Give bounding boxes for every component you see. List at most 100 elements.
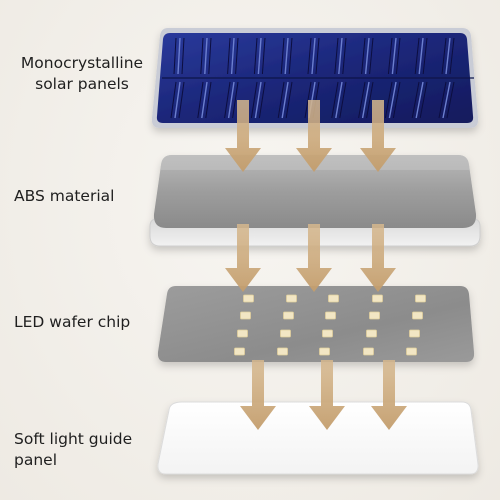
- led-chip: [322, 329, 333, 338]
- solar-cell-stripe: [358, 81, 366, 119]
- solar-cell-stripe: [174, 81, 181, 119]
- solar-cell-stripe: [339, 81, 347, 119]
- led-chip: [237, 329, 248, 338]
- solar-cell-stripe: [311, 37, 316, 75]
- solar-cell-stripe: [261, 37, 266, 75]
- down-arrow-icon: [296, 224, 332, 292]
- led-chip: [363, 347, 374, 356]
- led-chip: [243, 294, 254, 303]
- label-light-guide-panel: Soft light guide panel: [14, 430, 133, 469]
- solar-cell-stripe: [387, 37, 393, 75]
- solar-cell-stripe: [197, 81, 204, 119]
- down-arrow-icon: [296, 100, 332, 172]
- solar-cell-stripe: [369, 37, 374, 75]
- led-chip: [280, 329, 291, 338]
- solar-cell-stripe: [201, 81, 208, 119]
- solar-cell-stripe: [392, 81, 401, 119]
- down-arrow-icon: [225, 100, 261, 172]
- solar-cell-stripe: [414, 37, 420, 75]
- solar-cell-stripe: [227, 81, 235, 119]
- led-chip: [240, 311, 251, 320]
- solar-cell-stripe: [285, 81, 293, 119]
- led-chip: [369, 311, 380, 320]
- solar-cell-stripe: [257, 37, 262, 75]
- solar-cell-stripe: [235, 37, 239, 75]
- led-chip: [277, 347, 288, 356]
- solar-cell-stripe: [205, 81, 212, 119]
- led-chip: [283, 311, 294, 320]
- solar-cell-stripe: [361, 37, 366, 75]
- solar-cell-stripe: [227, 37, 231, 75]
- down-arrow-icon: [240, 360, 276, 430]
- solar-cell-stripe: [446, 81, 455, 119]
- led-chip: [286, 294, 297, 303]
- solar-cell-stripe: [224, 81, 231, 119]
- solar-cell-stripe: [307, 37, 312, 75]
- solar-cell-stripe: [364, 37, 370, 75]
- solar-cell-stripe: [442, 81, 451, 119]
- flow-arrows: [225, 100, 407, 430]
- solar-panel-layer: [151, 28, 479, 128]
- solar-cell-stripe: [441, 37, 447, 75]
- label-abs-material: ABS material: [14, 187, 115, 205]
- light-guide-layer: [157, 401, 479, 475]
- led-chip: [366, 329, 377, 338]
- solar-cell-stripe: [338, 37, 343, 75]
- solar-cell-stripe: [438, 81, 447, 119]
- solar-cell-stripe: [449, 37, 455, 75]
- down-arrow-icon: [371, 360, 407, 430]
- solar-cell-stripe: [419, 81, 428, 119]
- led-chip: [325, 311, 336, 320]
- solar-cell-stripe: [391, 37, 397, 75]
- solar-cell-stripe: [395, 37, 401, 75]
- solar-cell-stripe: [181, 37, 185, 75]
- solar-cell-stripe: [178, 81, 185, 119]
- solar-cell-stripe: [342, 37, 347, 75]
- solar-cell-stripe: [418, 37, 424, 75]
- solar-cell-stripe: [230, 37, 235, 75]
- solar-cell-stripe: [388, 81, 397, 119]
- solar-cell-stripe: [422, 37, 428, 75]
- solar-cell-stripe: [361, 81, 370, 119]
- solar-cell-stripe: [277, 81, 285, 119]
- solar-cell-stripe: [366, 81, 374, 119]
- solar-cell-stripe: [177, 37, 181, 75]
- solar-cell-stripe: [204, 37, 208, 75]
- led-chip: [406, 347, 417, 356]
- down-arrow-icon: [360, 224, 396, 292]
- solar-cell-stripe: [415, 81, 424, 119]
- led-wafer-layer: [157, 286, 475, 362]
- solar-cell-stripe: [331, 81, 339, 119]
- down-arrow-icon: [225, 224, 261, 292]
- solar-cell-stripe: [208, 37, 212, 75]
- solar-cell-stripe: [170, 81, 177, 119]
- solar-cell-stripe: [280, 37, 285, 75]
- solar-cell-stripe: [200, 37, 204, 75]
- solar-cell-stripe: [254, 81, 262, 119]
- led-chip: [328, 294, 339, 303]
- solar-cell-stripe: [253, 37, 258, 75]
- down-arrow-icon: [309, 360, 345, 430]
- solar-cell-stripe: [335, 81, 343, 119]
- solar-cell-stripe: [334, 37, 339, 75]
- down-arrow-icon: [360, 100, 396, 172]
- solar-cell-stripe: [250, 81, 258, 119]
- label-solar-panels: Monocrystalline solar panels: [20, 54, 144, 93]
- solar-cell-stripe: [384, 81, 393, 119]
- solar-cell-stripe: [258, 81, 266, 119]
- led-chip: [412, 311, 423, 320]
- led-chip: [415, 294, 426, 303]
- solar-cell-stripe: [281, 81, 289, 119]
- led-chip: [409, 329, 420, 338]
- led-chip: [319, 347, 330, 356]
- label-led-wafer-chip: LED wafer chip: [14, 313, 131, 331]
- solar-cell-stripe: [173, 37, 177, 75]
- led-chip: [372, 294, 383, 303]
- solar-cell-stripe: [411, 81, 420, 119]
- solar-cell-stripe: [232, 81, 239, 119]
- led-chip: [234, 347, 245, 356]
- solar-cell-stripe: [315, 37, 320, 75]
- solar-cell-stripe: [284, 37, 289, 75]
